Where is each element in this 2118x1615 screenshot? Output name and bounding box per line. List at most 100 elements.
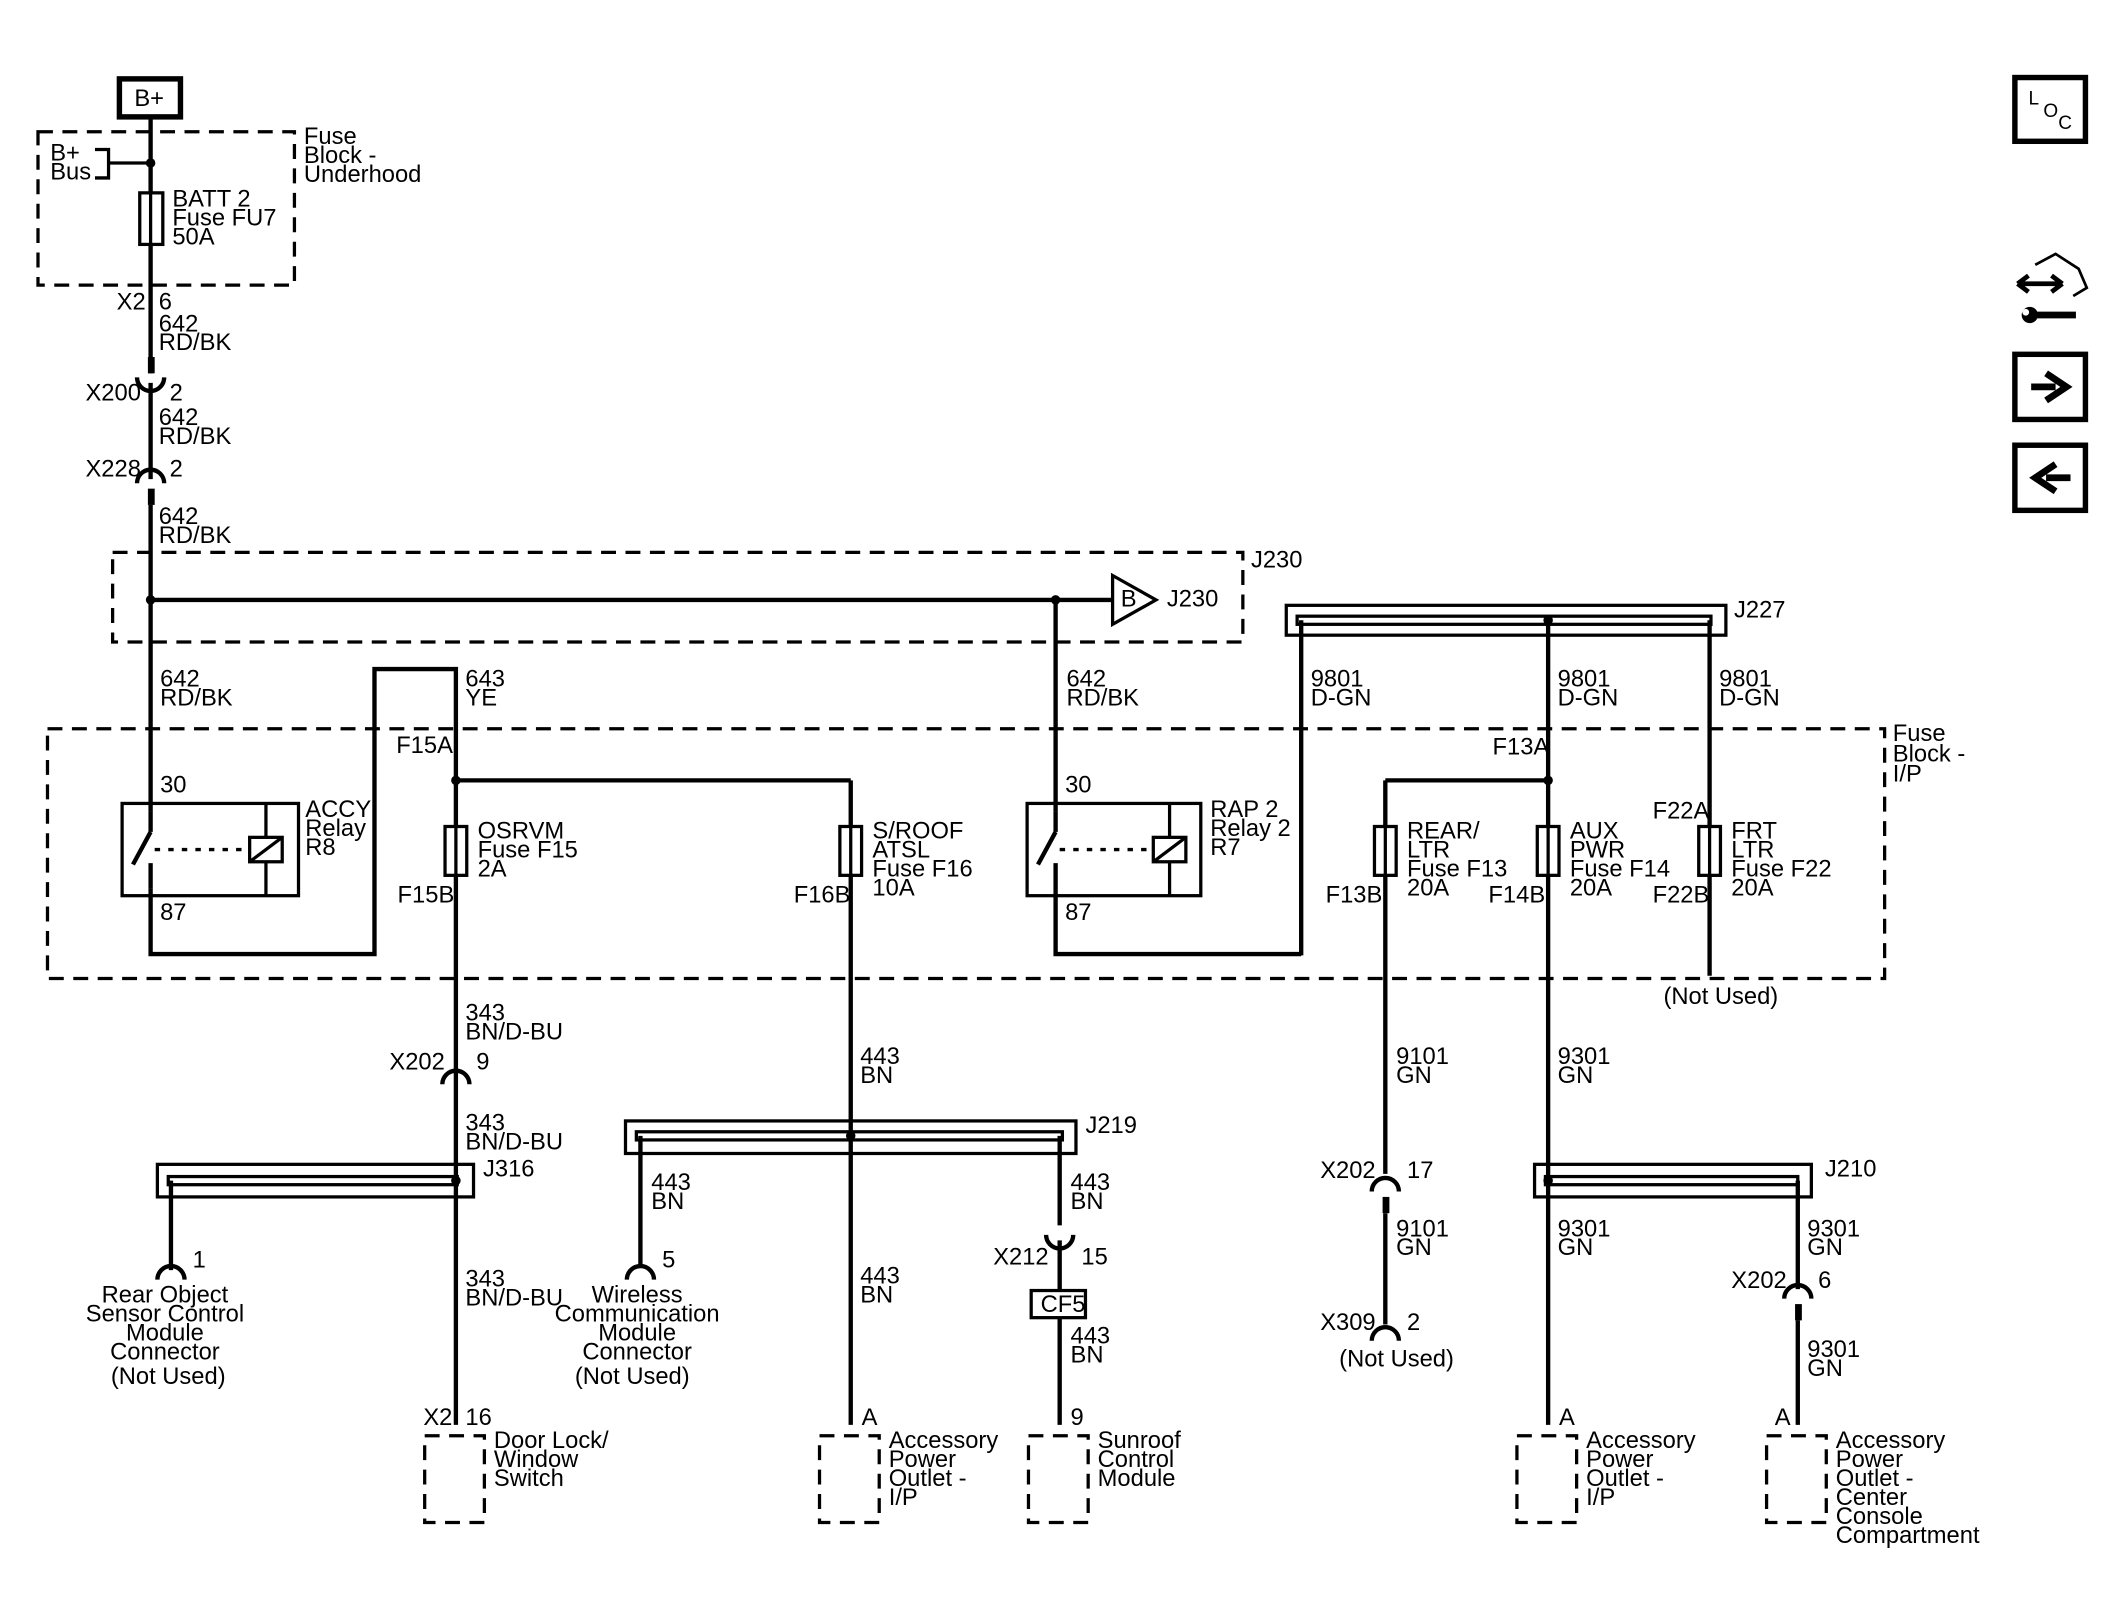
fuse-block-ip-label: Fuse Block - I/P — [1893, 721, 1972, 788]
j210-splice-dot — [1543, 1175, 1553, 1186]
j316-splice-inner — [166, 1174, 459, 1187]
wire-643-label: 643 YE — [465, 667, 511, 712]
j230-splice-label: J230 — [1251, 547, 1302, 573]
rap2-relay-label: RAP 2 Relay 2 R7 — [1210, 797, 1297, 861]
wire-642-label-1: 642 RD/BK — [159, 311, 232, 356]
wire-9301-label-4: 9301 GN — [1807, 1337, 1866, 1382]
wire-443-label-4: 443 BN — [1071, 1170, 1117, 1215]
apo-ip-1-pin: A — [862, 1405, 878, 1431]
x309-not-used-label: (Not Used) — [1339, 1347, 1454, 1373]
fuse-f14-label: AUX PWR Fuse F14 20A — [1570, 819, 1677, 902]
accy-relay-pin-30: 30 — [160, 773, 186, 799]
x228-label: X228 — [85, 456, 140, 482]
j219-splice-dot — [845, 1131, 856, 1141]
j210-splice-inner — [1543, 1174, 1800, 1187]
x2-top-pin: 6 — [159, 290, 172, 316]
j219-splice-outline — [623, 1119, 1078, 1156]
apo-ip-1-label: Accessory Power Outlet - I/P — [889, 1428, 1005, 1511]
wire-9801-label-2: 9801 D-GN — [1558, 667, 1619, 712]
fuse-f16-bottom-label: F16B — [794, 882, 851, 908]
j210-splice-label: J210 — [1825, 1157, 1876, 1183]
wire-9301-label-1: 9301 GN — [1558, 1044, 1617, 1089]
f13-bus-dot — [1543, 775, 1553, 786]
wire-rap2-87-to-9801 — [1053, 863, 1302, 957]
x2-top-connector-label: X2 — [117, 290, 146, 316]
x200-pin: 2 — [170, 380, 183, 406]
wire-9101-label-1: 9101 GN — [1396, 1044, 1455, 1089]
wire-9301-label-3: 9301 GN — [1807, 1216, 1866, 1261]
wire-443-label-5: 443 BN — [1071, 1323, 1117, 1368]
j227-splice-inner — [1295, 614, 1713, 626]
next-page-icon — [2031, 370, 2073, 404]
j230-splice-outline — [110, 550, 1245, 644]
apo-ip-2-label: Accessory Power Outlet - I/P — [1586, 1428, 1702, 1511]
j210-splice-outline — [1532, 1162, 1813, 1199]
x202-c-label: X202 — [1731, 1268, 1786, 1294]
x200-pin-male — [147, 357, 155, 374]
apo-console-outline — [1764, 1434, 1828, 1525]
fuse-f14-bottom-label: F14B — [1488, 882, 1545, 908]
rear-object-module-label: Rear Object Sensor Control Module Connec… — [86, 1283, 251, 1390]
accy-relay-box — [120, 801, 301, 898]
bus-splice-dot — [145, 158, 156, 168]
f15-bus-dot — [451, 775, 461, 786]
x202-b-connector-symbol — [1369, 1175, 1402, 1192]
wire-9801-label-3: 9801 D-GN — [1719, 667, 1780, 712]
locator-letter-o: O — [2043, 101, 2058, 122]
cf5-inline-box — [1029, 1288, 1088, 1320]
sunroof-pin: 9 — [1071, 1405, 1084, 1431]
j227-splice-label: J227 — [1734, 598, 1785, 624]
wireless-connector-symbol — [624, 1263, 657, 1280]
door-lock-switch-outline — [423, 1434, 487, 1525]
x202-a-pin: 9 — [476, 1049, 489, 1075]
rap2-coil-diagonal — [1152, 836, 1187, 864]
j230-splice-dot-left — [145, 595, 156, 605]
j219-splice-label: J219 — [1085, 1113, 1136, 1139]
x212-label: X212 — [993, 1245, 1048, 1271]
fuse-f15-label: OSRVM Fuse F15 2A — [478, 819, 585, 883]
x309-pin: 2 — [1407, 1310, 1420, 1336]
j230-offpage-arrow-icon[interactable] — [1110, 572, 1160, 628]
fuse-block-underhood-outline — [36, 130, 297, 287]
fuse-block-underhood-label: Fuse Block - Underhood — [304, 124, 421, 188]
wire-9101-label-2: 9101 GN — [1396, 1216, 1455, 1261]
bplus-bus-bracket — [94, 147, 151, 180]
rap2-relay-box — [1025, 801, 1203, 898]
fuse-f22-top-label: F22A — [1653, 798, 1710, 824]
rap2-relay-switch-blade — [1036, 830, 1058, 866]
wire-443-label-3: 443 BN — [860, 1264, 906, 1309]
x202-b-label: X202 — [1320, 1158, 1375, 1184]
j316-splice-outline — [155, 1162, 476, 1199]
x309-label: X309 — [1320, 1310, 1375, 1336]
x2-bottom-connector-label: X2 — [423, 1405, 452, 1431]
j316-splice-dot — [451, 1175, 461, 1186]
fuse-f16-label: S/ROOF ATSL Fuse F16 10A — [872, 819, 979, 902]
fuse-f13-label: REAR/ LTR Fuse F13 20A — [1407, 819, 1514, 902]
fuse-block-ip-outline — [45, 727, 1887, 981]
x228-pin-male — [147, 488, 155, 505]
wire-443-label-1: 443 BN — [860, 1044, 906, 1089]
previous-page-button[interactable] — [2012, 442, 2089, 514]
component-locator-icon[interactable]: L O C — [2012, 74, 2089, 145]
wire-443-label-2: 443 BN — [651, 1170, 697, 1215]
x202-b-pin: 17 — [1407, 1158, 1433, 1184]
next-page-button[interactable] — [2012, 351, 2089, 423]
service-info-icon[interactable] — [2016, 252, 2089, 324]
wire-642-label-3: 642 RD/BK — [159, 504, 232, 549]
rap2-relay-pin-87: 87 — [1065, 900, 1091, 926]
x202-a-connector-symbol — [440, 1068, 472, 1085]
x202-b-pin-male — [1382, 1196, 1390, 1214]
j316-splice-label: J316 — [483, 1157, 534, 1183]
wire-642-label-2: 642 RD/BK — [159, 405, 232, 450]
accy-coil-diagonal — [248, 836, 284, 864]
j230-offpage-tag: B — [1121, 587, 1137, 613]
apo-ip-2-outline — [1515, 1434, 1579, 1525]
wire-642-label-5: 642 RD/BK — [1066, 667, 1139, 712]
x202-c-pin: 6 — [1818, 1268, 1831, 1294]
fuse-f15-top-label: F15A — [396, 733, 453, 759]
j230-offpage-ref: J230 — [1167, 587, 1218, 613]
battery-source-label: B+ — [134, 86, 164, 112]
apo-ip-1-outline — [817, 1434, 881, 1525]
apo-ip-2-pin: A — [1559, 1405, 1575, 1431]
